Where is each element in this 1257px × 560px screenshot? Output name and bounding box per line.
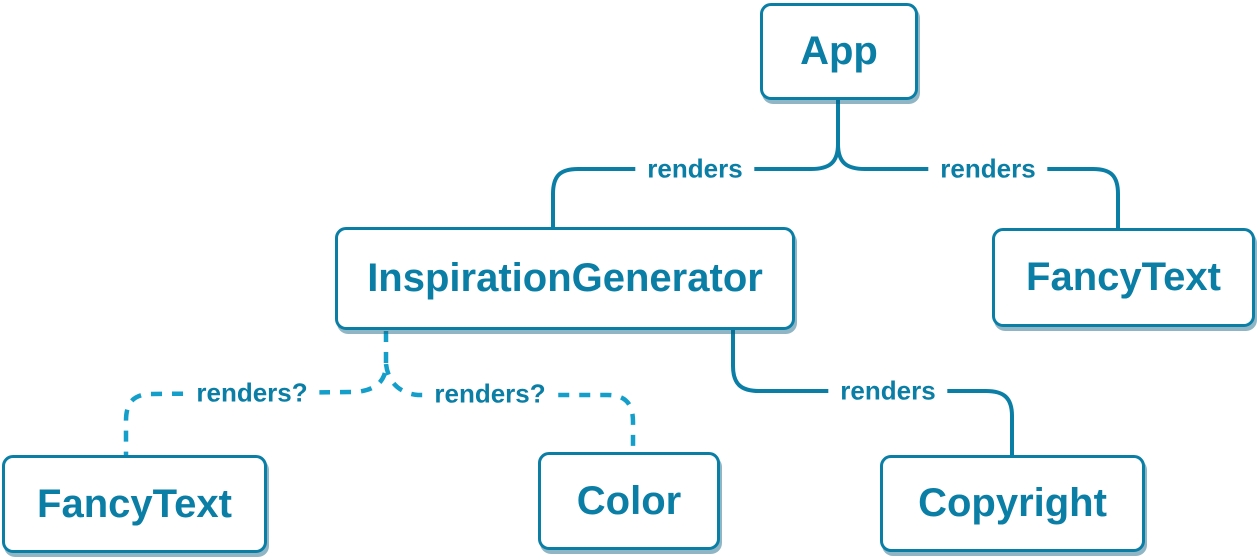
node-fancy-text-bottom: FancyText (2, 455, 267, 553)
node-fancy-text-top-label: FancyText (1026, 255, 1221, 299)
node-app: App (760, 3, 918, 100)
node-inspiration-generator: InspirationGenerator (335, 227, 795, 330)
node-color: Color (538, 452, 720, 550)
node-fancy-text-top: FancyText (992, 228, 1255, 327)
edge-label-renders-app-fancytext: renders (928, 153, 1048, 185)
node-copyright-label: Copyright (918, 481, 1107, 525)
node-inspiration-generator-label: InspirationGenerator (367, 256, 763, 300)
node-copyright: Copyright (880, 455, 1145, 552)
edge-inspirationgenerator-color (383, 363, 636, 452)
edge-label-renders-maybe-fancytext: renders? (184, 377, 320, 409)
edge-label-renders-copyright: renders (828, 375, 948, 407)
node-app-label: App (800, 29, 878, 73)
edge-label-renders-app-inspirationgenerator: renders (635, 153, 755, 185)
edge-label-renders-maybe-color: renders? (422, 378, 558, 410)
edge-inspirationgenerator-fancytext (123, 331, 389, 455)
node-color-label: Color (576, 478, 682, 523)
node-fancy-text-bottom-label: FancyText (37, 481, 232, 526)
